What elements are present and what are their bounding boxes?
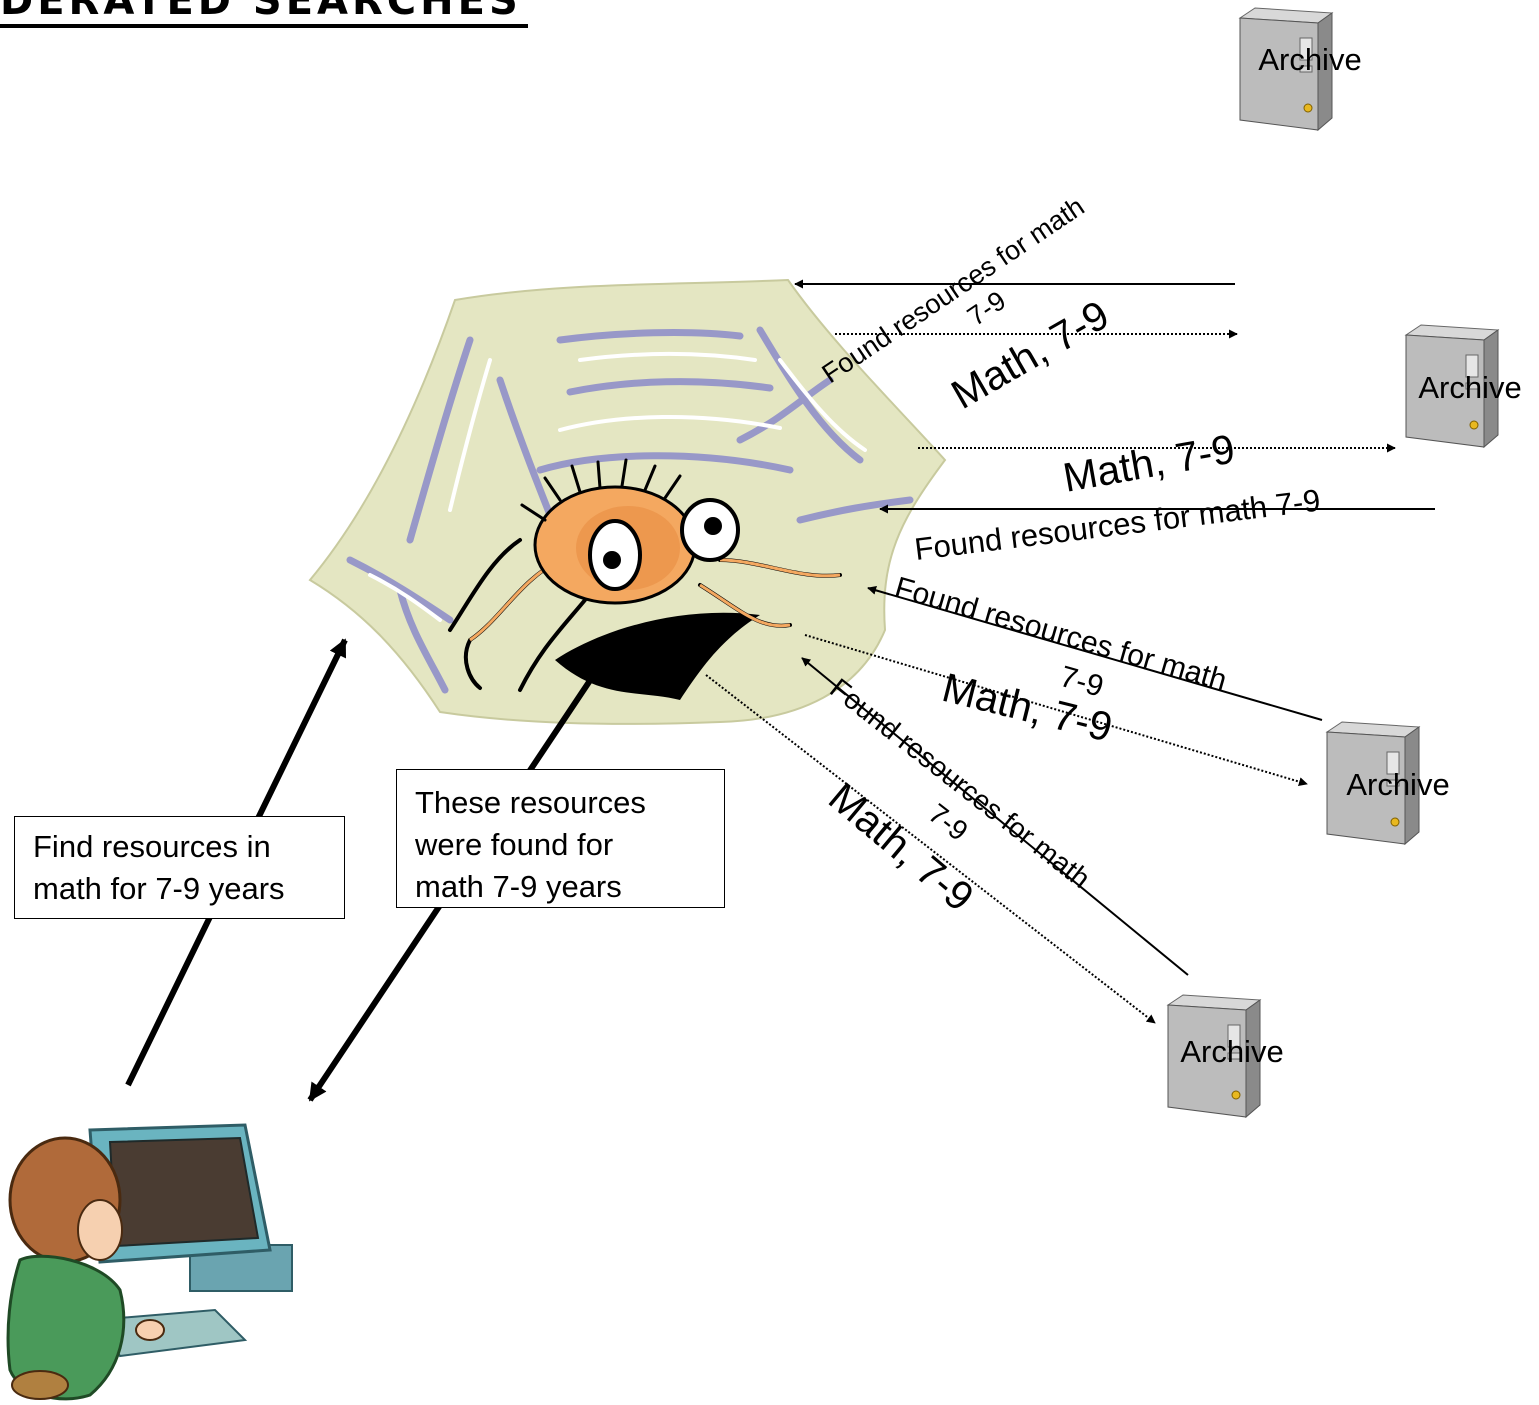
query-arrow xyxy=(804,634,1308,787)
result-text-line: math 7-9 years xyxy=(415,869,622,904)
page-title: derated searches xyxy=(0,0,528,28)
request-box: Find resources in math for 7-9 years xyxy=(14,816,345,919)
child-at-computer-icon xyxy=(6,1123,293,1401)
spider-icon xyxy=(448,458,842,700)
archive-label: Archive xyxy=(1346,767,1449,802)
query-label: Math, 7-9 xyxy=(1060,425,1239,500)
request-text-line: Find resources in xyxy=(33,829,271,864)
query-arrow xyxy=(705,674,1156,1024)
result-box: These resources were found for math 7-9 … xyxy=(396,769,725,908)
result-text-line: These resources xyxy=(415,785,646,820)
archive-label: Archive xyxy=(1180,1034,1283,1069)
request-text-line: math for 7-9 years xyxy=(33,871,285,906)
archive-label: Archive xyxy=(1258,42,1361,77)
response-arrow xyxy=(801,657,1189,976)
result-text-line: were found for xyxy=(415,827,614,862)
archive-label: Archive xyxy=(1418,370,1521,405)
response-arrow xyxy=(867,585,1323,721)
response-label: Found resources for math 7-9 xyxy=(913,482,1323,567)
